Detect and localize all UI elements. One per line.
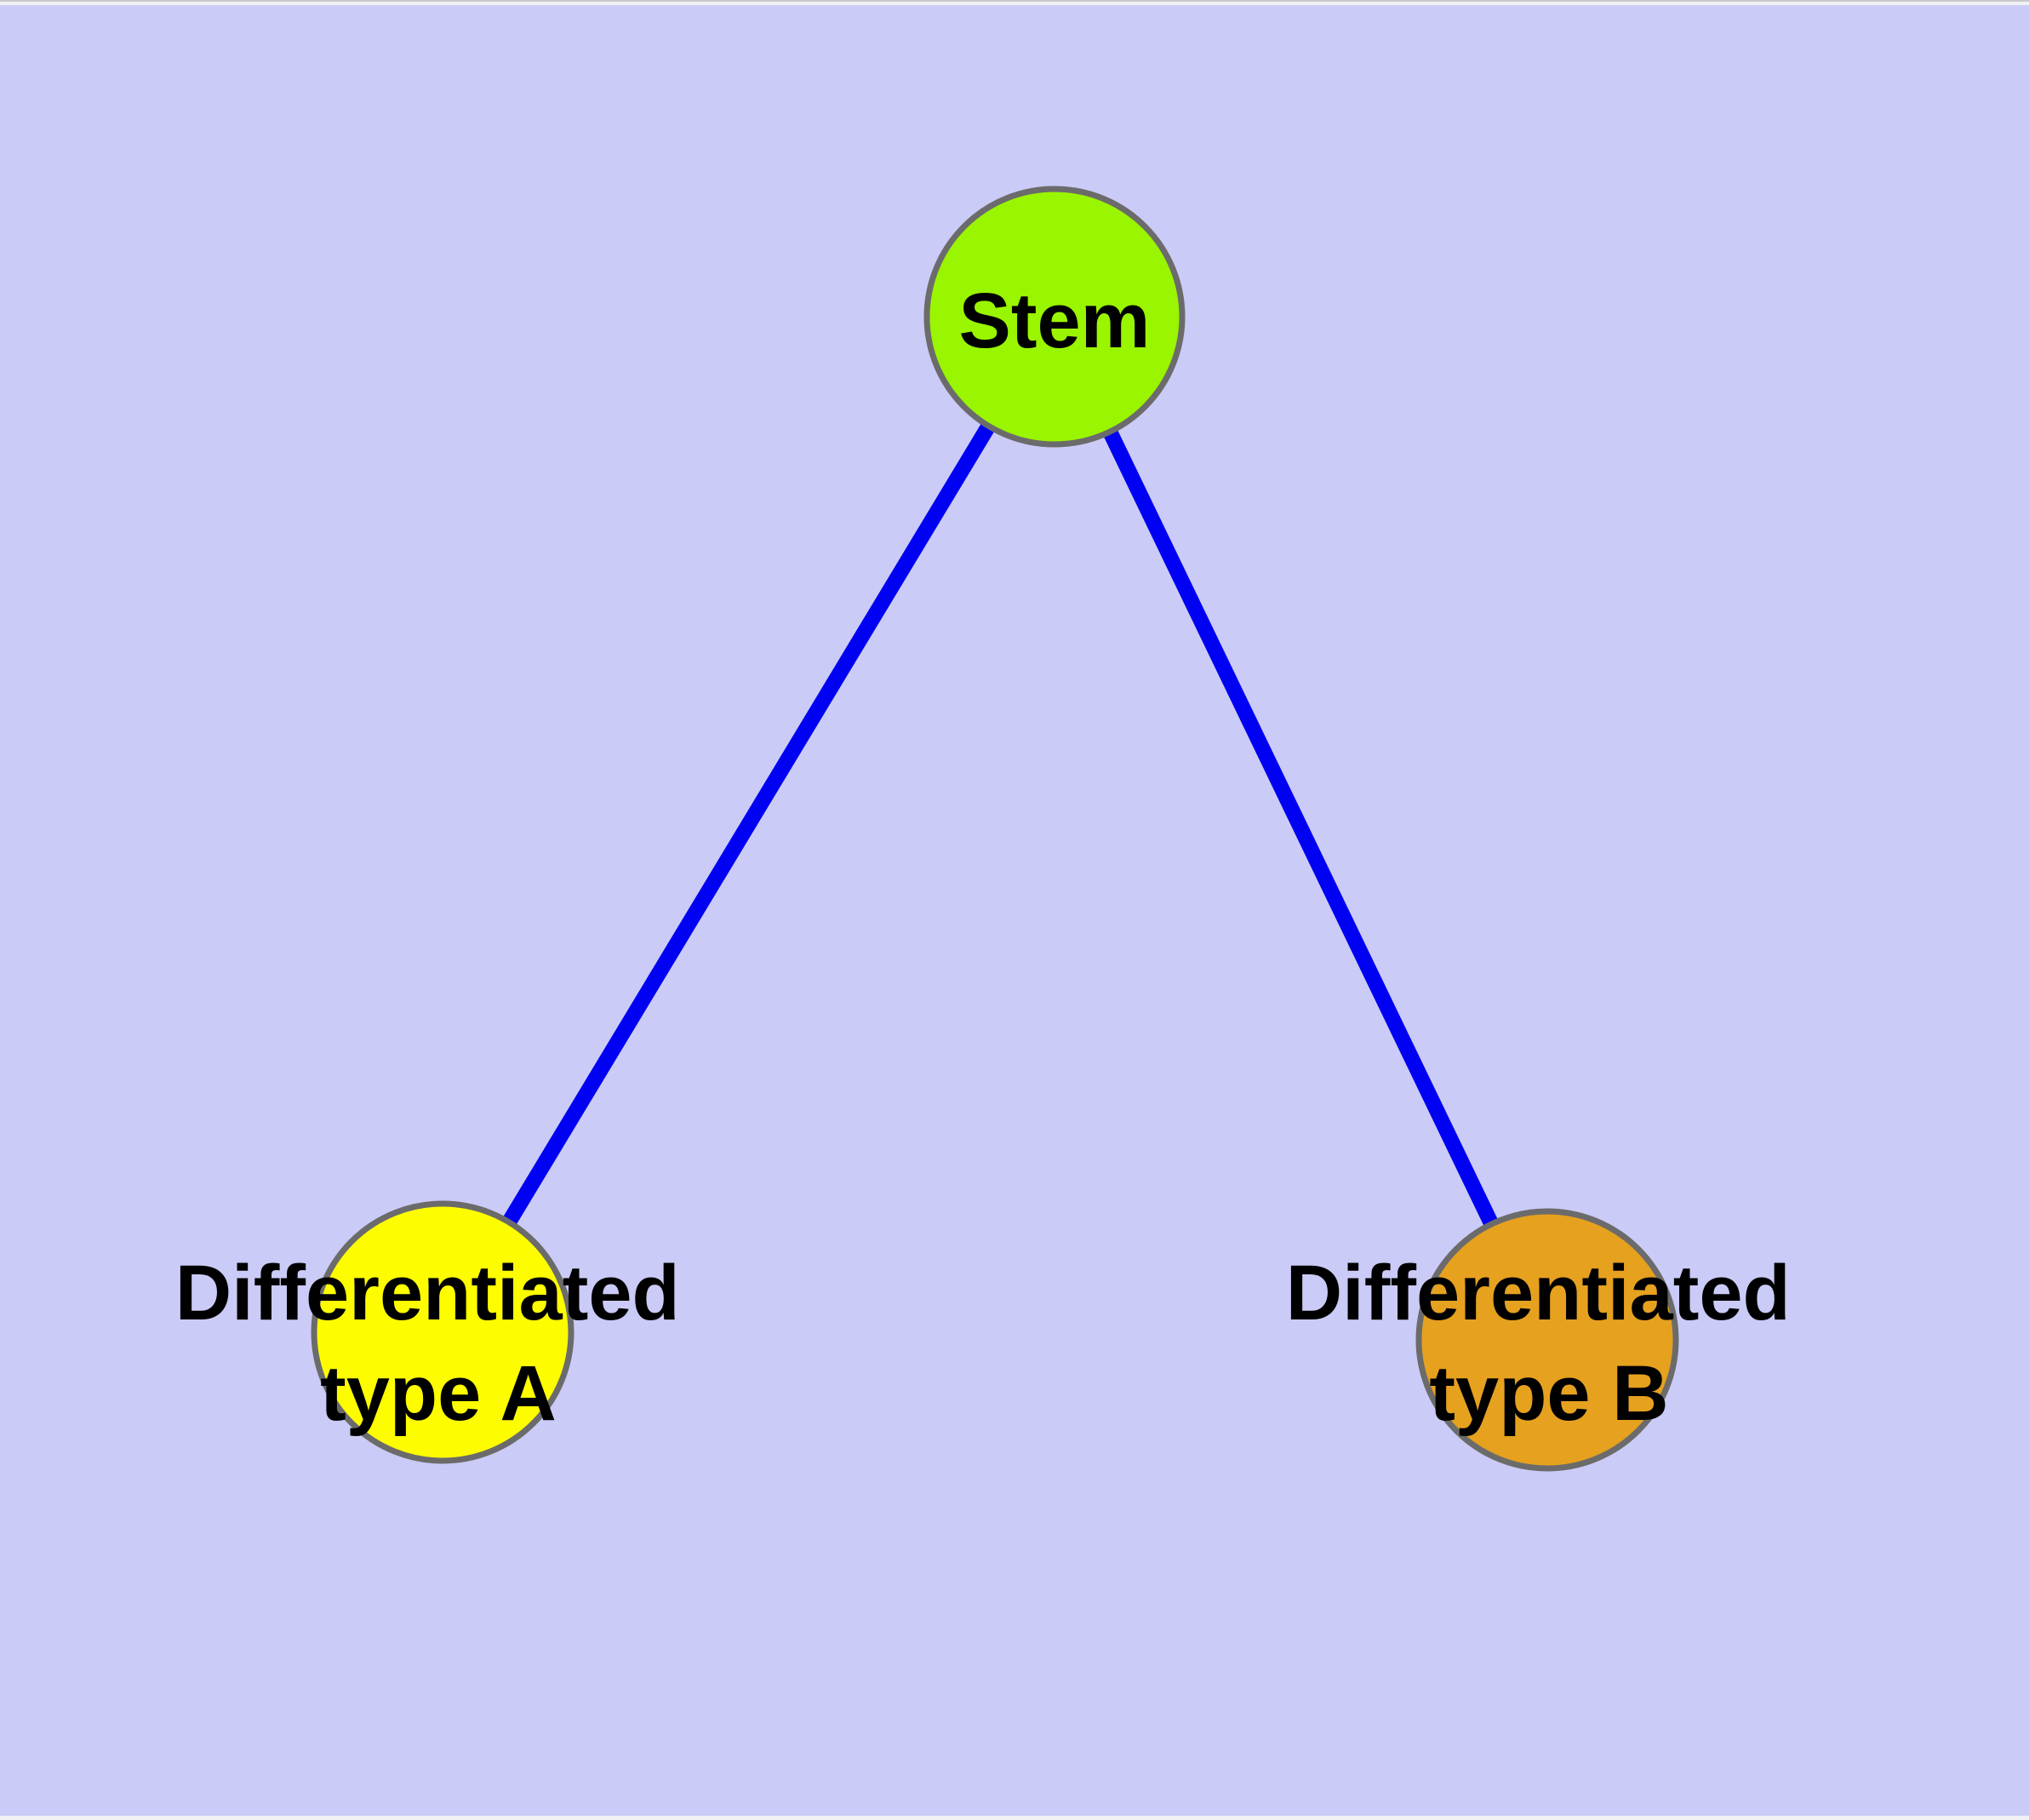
type-a-node-label: Differentiated type A	[175, 1250, 702, 1437]
stem-node-circle	[923, 186, 1186, 448]
edge-stem-to-type-b	[1047, 313, 1555, 1343]
stem-node-label: Stem	[959, 278, 1151, 364]
stem-node-label-line-1: Stem	[959, 278, 1151, 364]
type-b-node-circle	[1415, 1208, 1679, 1472]
type-a-node-label-line-2: type A	[320, 1350, 557, 1437]
type-b-node-label: Differentiated type B	[1286, 1250, 1813, 1437]
top-hairline	[0, 0, 2029, 2]
type-a-node-label-line-1: Differentiated	[175, 1250, 680, 1336]
edge-stem-to-type-a	[436, 312, 1061, 1336]
type-a-node-circle	[311, 1200, 574, 1464]
type-b-node-label-line-1: Differentiated	[1286, 1250, 1791, 1336]
type-b-node-label-line-2: type B	[1429, 1350, 1668, 1437]
